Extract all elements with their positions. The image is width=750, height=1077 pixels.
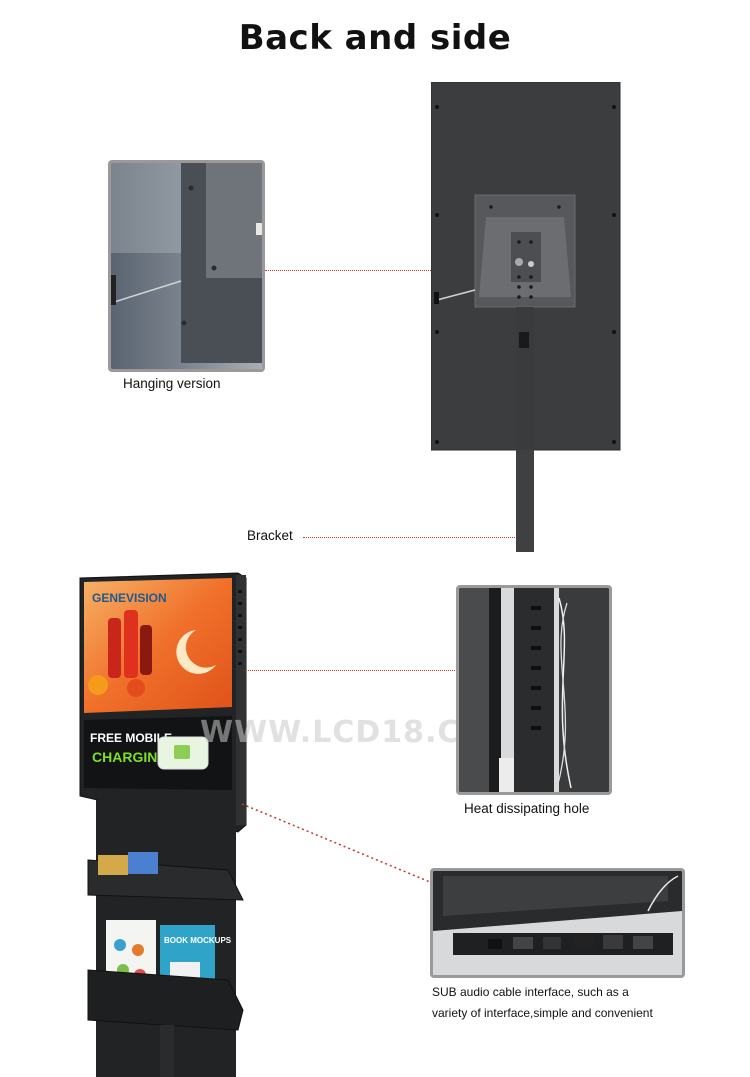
usb-interface-photo (430, 868, 685, 978)
heat-connector-line (245, 670, 457, 671)
kiosk-logo: GENEVISION (92, 591, 167, 605)
bracket-connector-line (303, 537, 515, 538)
back-panel-image (431, 82, 621, 552)
bracket-label: Bracket (247, 528, 293, 543)
hanging-connector-line (265, 270, 485, 271)
back-panel (431, 82, 621, 552)
hanging-version-image (111, 163, 262, 369)
usb-interface-label-line-1: SUB audio cable interface, such as a (432, 985, 629, 999)
heat-dissipating-label: Heat dissipating hole (464, 801, 590, 816)
usb-connector-line (240, 800, 440, 890)
usb-interface-image (433, 871, 682, 975)
hanging-version-label: Hanging version (123, 376, 221, 391)
kiosk-image: GENEVISION FREE MOBILE CHARGING B (79, 572, 247, 1077)
heat-dissipating-image (459, 588, 609, 792)
hanging-version-photo (108, 160, 265, 372)
promo-line-2: CHARGING (92, 749, 168, 765)
kiosk-front-view: GENEVISION FREE MOBILE CHARGING B (78, 570, 250, 1077)
promo-line-1: FREE MOBILE (90, 731, 172, 745)
heat-dissipating-photo (456, 585, 612, 795)
magazine-title: BOOK MOCKUPS (164, 936, 232, 945)
page-title: Back and side (238, 18, 512, 58)
usb-interface-label-line-2: variety of interface,simple and convenie… (432, 1006, 653, 1020)
